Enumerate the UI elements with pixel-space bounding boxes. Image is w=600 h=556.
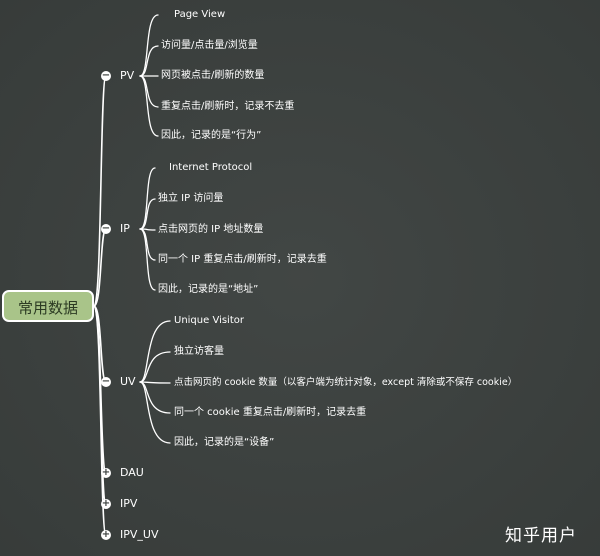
- pv-node[interactable]: PV: [120, 69, 135, 82]
- uv-child-3[interactable]: 点击网页的 cookie 数量（以客户端为统计对象，except 清除或不保存 …: [174, 377, 518, 388]
- branch-2-link-4: [139, 381, 171, 444]
- uv-child-1[interactable]: Unique Visitor: [174, 315, 244, 326]
- pv-child-4[interactable]: 重复点击/刷新时，记录不去重: [161, 101, 295, 112]
- ipv-uv-expand-toggle[interactable]: +: [101, 529, 111, 540]
- branch-0-link-0: [139, 14, 159, 77]
- ipv-expand-toggle[interactable]: +: [101, 498, 111, 509]
- uv-child-2[interactable]: 独立访客量: [174, 346, 224, 357]
- ipv-node[interactable]: IPV: [120, 497, 138, 510]
- branch-2-link-1: [139, 351, 171, 383]
- dau-node[interactable]: DAU: [120, 466, 144, 479]
- pv-child-5[interactable]: 因此，记录的是“行为”: [161, 130, 262, 141]
- ip-child-1[interactable]: Internet Protocol: [169, 162, 253, 173]
- branch-0-link-1: [139, 45, 159, 77]
- root-link-0: [93, 75, 107, 307]
- ipv-uv-node[interactable]: IPV_UV: [120, 528, 159, 541]
- ip-child-4[interactable]: 同一个 IP 重复点击/刷新时，记录去重: [158, 254, 327, 265]
- branch-1-link-1: [139, 198, 156, 230]
- pv-collapse-toggle[interactable]: −: [101, 70, 111, 81]
- pv-child-1[interactable]: Page View: [174, 9, 226, 20]
- root-link-5: [93, 305, 107, 536]
- uv-child-5[interactable]: 因此，记录的是“设备”: [174, 437, 275, 448]
- ip-collapse-toggle[interactable]: −: [101, 223, 111, 234]
- branch-2-link-0: [139, 320, 171, 383]
- branch-0-link-4: [139, 75, 159, 137]
- pv-child-2[interactable]: 访问量/点击量/浏览量: [161, 40, 258, 51]
- branch-1-link-4: [139, 228, 156, 291]
- ip-child-2[interactable]: 独立 IP 访问量: [158, 193, 224, 204]
- ip-child-3[interactable]: 点击网页的 IP 地址数量: [158, 224, 264, 235]
- root-node[interactable]: 常用数据: [2, 290, 94, 322]
- uv-child-4[interactable]: 同一个 cookie 重复点击/刷新时，记录去重: [174, 407, 367, 418]
- branch-2-link-2: [139, 381, 171, 384]
- pv-child-3[interactable]: 网页被点击/刷新的数量: [161, 70, 265, 81]
- ip-child-5[interactable]: 因此，记录的是“地址”: [158, 284, 259, 295]
- dau-expand-toggle[interactable]: +: [101, 467, 111, 478]
- branch-1-link-0: [139, 167, 156, 230]
- root-label: 常用数据: [17, 299, 78, 317]
- uv-node[interactable]: UV: [120, 375, 136, 388]
- ip-node[interactable]: IP: [120, 222, 130, 235]
- uv-collapse-toggle[interactable]: −: [101, 376, 111, 387]
- watermark-text: 知乎用户: [505, 526, 577, 546]
- branch-0-link-3: [139, 75, 159, 108]
- branch-1-link-3: [139, 228, 156, 261]
